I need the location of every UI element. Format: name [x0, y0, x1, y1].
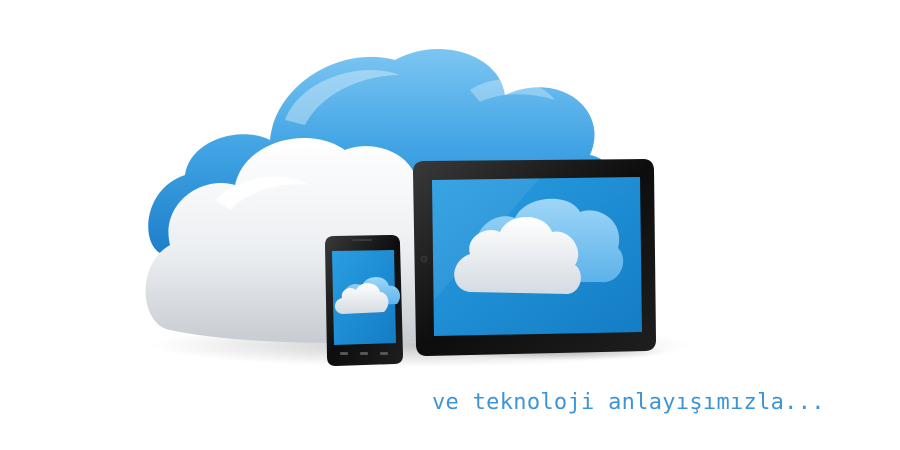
phone-speaker	[352, 239, 372, 241]
phone-menu-button	[380, 352, 388, 355]
tablet-cloud-icon	[454, 198, 624, 294]
slogan-caption: ve teknoloji anlayışımızla...	[432, 390, 825, 415]
tablet-camera	[420, 255, 428, 263]
smartphone-icon	[325, 235, 403, 366]
tablet-icon	[413, 159, 656, 356]
phone-back-button	[340, 352, 348, 355]
phone-home-button	[360, 352, 368, 355]
phone-cloud-icon	[334, 277, 401, 314]
